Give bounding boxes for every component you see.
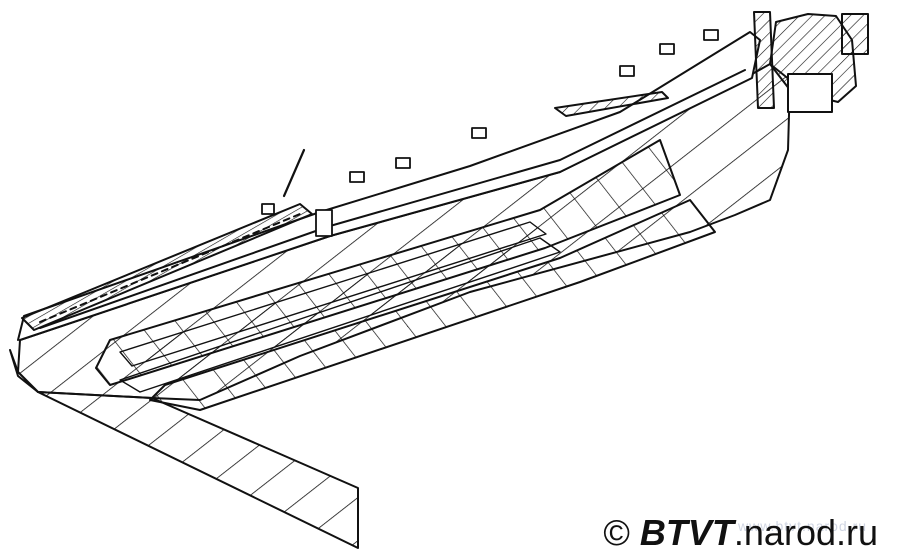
copyright-credit: ©BTVT.narod.ru — [603, 515, 878, 551]
rear-block — [787, 73, 833, 113]
clamp — [395, 157, 411, 169]
rear-bolt-plate — [841, 13, 869, 55]
composite-zone-1 — [119, 237, 561, 393]
credit-domain: .narod.ru — [733, 512, 878, 553]
lower-plate — [37, 391, 359, 549]
top-wedge — [554, 91, 669, 117]
copyright-symbol: © — [603, 512, 630, 553]
clamp — [471, 127, 487, 139]
clamp — [261, 203, 275, 215]
composite-zone-2 — [119, 221, 547, 367]
clamp — [659, 43, 675, 55]
clamp — [703, 29, 719, 41]
clamp — [619, 65, 635, 77]
outer-skin-line — [39, 69, 746, 329]
top-clamps — [261, 29, 719, 237]
antenna-rod — [282, 148, 306, 198]
credit-brand: BTVT — [639, 512, 734, 553]
filler-layer-lower — [149, 199, 716, 411]
front-nose — [9, 349, 39, 393]
rear-strut — [753, 11, 775, 109]
clamp — [315, 209, 333, 237]
clamp — [349, 171, 365, 183]
skirt-zigzag — [39, 213, 301, 323]
site-watermark: www.btvt.narod.ru — [738, 518, 868, 534]
